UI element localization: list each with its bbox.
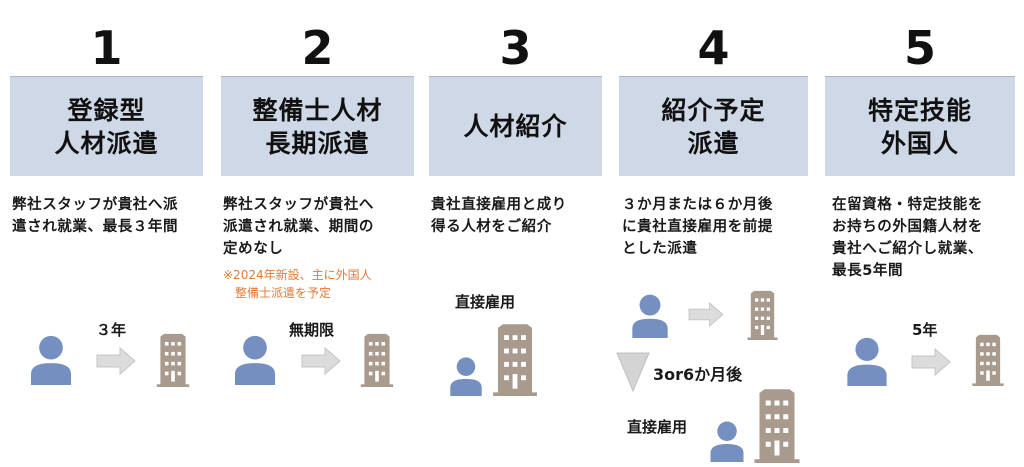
- column-description: ３か月または６か月後 に貴社直接雇用を前提 とした派遣: [622, 194, 773, 260]
- building-icon: [971, 334, 1005, 386]
- description-line: 弊社スタッフが貴社へ: [223, 197, 374, 213]
- description-line: 貴社直接雇用と成り: [431, 197, 567, 213]
- description-line: 貴社へご紹介し就業、: [832, 241, 983, 257]
- note-line: ※2024年新設、主に外国人: [223, 268, 372, 282]
- description-line: とした派遣: [622, 241, 698, 257]
- column-title-line: 長期派遣: [265, 128, 370, 158]
- description-line: ３か月または６か月後: [622, 197, 773, 213]
- description-line: 弊社スタッフが貴社へ派: [12, 197, 179, 213]
- flow-label: 無期限: [289, 321, 335, 339]
- arrow-right-icon: [911, 348, 951, 376]
- column-title-line: 整備士人材: [252, 95, 383, 125]
- column-number: 1: [90, 21, 123, 75]
- description-line: 得る人材をご紹介: [431, 219, 552, 235]
- building-icon: [754, 388, 800, 463]
- column-title-line: 特定技能: [867, 95, 972, 125]
- column-note: ※2024年新設、主に外国人 整備士派遣を予定: [223, 266, 372, 302]
- column-title-box: 人材紹介: [429, 76, 602, 176]
- description-line: 定めなし: [223, 241, 284, 257]
- column-title-line: 紹介予定: [661, 95, 766, 125]
- column-description: 弊社スタッフが貴社へ派 遣され就業、最長３年間: [12, 194, 178, 238]
- column-description: 弊社スタッフが貴社へ 派遣され就業、期間の 定めなし: [223, 194, 374, 260]
- column-number: 3: [499, 21, 532, 75]
- column-title-line: 外国人: [880, 128, 959, 158]
- column-title-line: 人材紹介: [463, 112, 568, 141]
- column-title-box: 特定技能 外国人: [825, 76, 1015, 176]
- building-icon: [491, 323, 539, 396]
- description-line: 派遣され就業、期間の: [223, 219, 374, 235]
- flow-label: ３年: [96, 321, 127, 339]
- column-mechanic-long-dispatch: 2 整備士人材 長期派遣 弊社スタッフが貴社へ 派遣され就業、期間の 定めなし …: [221, 0, 414, 467]
- description-line: に貴社直接雇用を前提: [622, 219, 773, 235]
- building-icon: [359, 333, 395, 387]
- person-icon: [448, 356, 484, 396]
- column-description: 在留資格・特定技能を お持ちの外国籍人材を 貴社へご紹介し就業、 最長5年間: [832, 194, 983, 282]
- column-title-line: 登録型: [67, 95, 146, 125]
- column-description: 貴社直接雇用と成り 得る人材をご紹介: [431, 194, 567, 238]
- description-line: 遣され就業、最長３年間: [12, 219, 179, 235]
- flow-label: 5年: [912, 321, 938, 339]
- column-registered-dispatch: 1 登録型 人材派遣 弊社スタッフが貴社へ派 遣され就業、最長３年間 ３年: [10, 0, 203, 467]
- description-line: 最長5年間: [832, 263, 904, 279]
- column-temp-to-perm: 4 紹介予定 派遣 ３か月または６か月後 に貴社直接雇用を前提 とした派遣 3o…: [616, 0, 808, 467]
- description-line: お持ちの外国籍人材を: [832, 219, 983, 235]
- note-line: 整備士派遣を予定: [235, 286, 332, 300]
- building-icon: [155, 333, 191, 387]
- column-number: 2: [301, 21, 334, 75]
- column-title-line: 人材派遣: [54, 128, 159, 158]
- arrow-right-icon: [96, 347, 136, 375]
- column-recruitment: 3 人材紹介 貴社直接雇用と成り 得る人材をご紹介 直接雇用: [429, 0, 602, 467]
- person-icon: [629, 293, 671, 338]
- column-specified-skilled-worker: 5 特定技能 外国人 在留資格・特定技能を お持ちの外国籍人材を 貴社へご紹介し…: [825, 0, 1015, 467]
- triangle-down-icon: [616, 352, 650, 392]
- column-title-box: 紹介予定 派遣: [619, 76, 808, 176]
- column-title-box: 登録型 人材派遣: [10, 76, 203, 176]
- description-line: 在留資格・特定技能を: [832, 197, 983, 213]
- flow-label-final: 直接雇用: [627, 418, 688, 436]
- column-number: 4: [697, 21, 730, 75]
- flow-label: 直接雇用: [455, 293, 516, 311]
- column-number: 5: [903, 21, 936, 75]
- column-title-box: 整備士人材 長期派遣: [221, 76, 414, 176]
- building-icon: [746, 290, 779, 340]
- person-icon: [28, 334, 74, 385]
- column-title-line: 派遣: [687, 128, 740, 158]
- arrow-right-icon: [688, 302, 724, 327]
- person-icon: [709, 420, 745, 462]
- person-icon: [232, 334, 278, 385]
- flow-label-after: 3or6か月後: [653, 365, 743, 384]
- person-icon: [844, 336, 890, 386]
- arrow-right-icon: [301, 347, 341, 375]
